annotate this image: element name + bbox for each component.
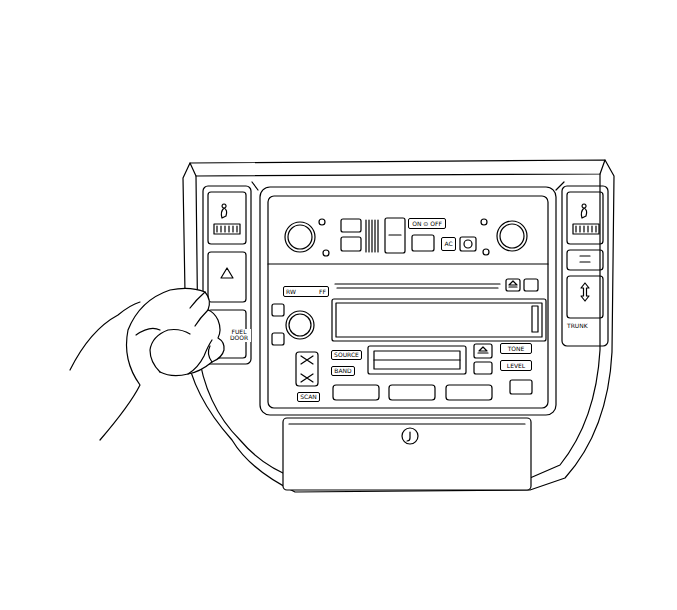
- button-label: SCAN: [300, 394, 317, 400]
- button: RW FF: [283, 286, 329, 297]
- button-label: FF: [319, 289, 326, 295]
- button-label: SOURCE: [334, 352, 359, 358]
- button: SCAN: [297, 392, 320, 402]
- button: TONE: [500, 343, 532, 354]
- button: SOURCE: [331, 350, 362, 360]
- button-label: ON ⊙ OFF: [412, 221, 442, 227]
- panel-label: FUEL DOOR: [227, 329, 251, 342]
- button: AC: [441, 237, 456, 251]
- button: ON ⊙ OFF: [408, 218, 446, 229]
- panel-label: TRUNK: [566, 323, 589, 329]
- button: BAND: [331, 366, 355, 376]
- button-label: LEVEL: [507, 363, 525, 369]
- button-label: AC: [444, 241, 452, 247]
- button-label: TONE: [508, 346, 525, 352]
- button-label: BAND: [334, 368, 351, 374]
- button: LEVEL: [500, 360, 532, 371]
- button-label: RW: [286, 289, 296, 295]
